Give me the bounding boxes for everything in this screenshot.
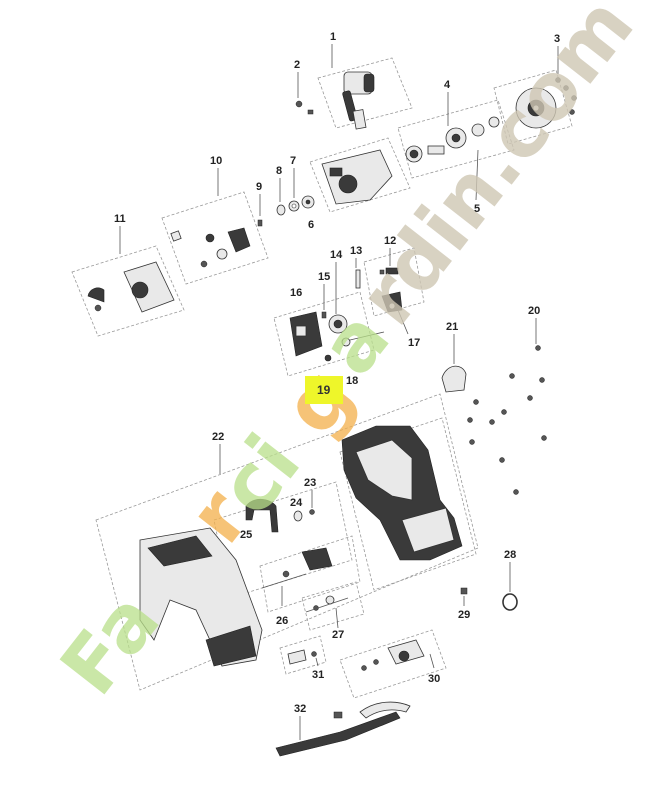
shaft-13 — [355, 269, 361, 289]
parts — [87, 71, 577, 757]
battery-contacts-30 — [361, 639, 425, 671]
label-9: 9 — [256, 181, 262, 193]
frame-part-10 — [161, 191, 269, 285]
label-10: 10 — [210, 155, 222, 167]
motor — [342, 71, 375, 130]
leader-lines — [119, 44, 559, 740]
spindle-18 — [341, 331, 385, 347]
label-4: 4 — [444, 79, 451, 91]
label-26: 26 — [276, 615, 288, 627]
label-22: 22 — [212, 431, 224, 443]
label-21: 21 — [446, 321, 458, 333]
bracket-25 — [245, 498, 279, 533]
label-32: 32 — [294, 703, 306, 715]
pin-19 — [324, 354, 332, 362]
screw-29 — [460, 587, 468, 595]
label-29: 29 — [458, 609, 470, 621]
label-23: 23 — [304, 477, 316, 489]
label-6: 6 — [308, 219, 314, 231]
label-30: 30 — [428, 673, 440, 685]
label-1: 1 — [330, 31, 336, 43]
label-25: 25 — [240, 529, 252, 541]
o-ring-28 — [502, 593, 518, 611]
gear-housing-5 — [515, 87, 557, 129]
label-31: 31 — [312, 669, 324, 681]
frame-part-27 — [301, 581, 365, 631]
spring-15 — [321, 311, 327, 319]
screw-23 — [309, 509, 315, 515]
label-17: 17 — [408, 337, 420, 349]
switch-27 — [305, 595, 349, 613]
switch-26 — [261, 547, 333, 589]
highlight-box — [305, 376, 343, 404]
label-18: 18 — [346, 375, 358, 387]
frame-part-11 — [71, 245, 185, 337]
belt-clip-21 — [441, 365, 467, 393]
screws-20 — [467, 345, 547, 495]
frame-part-22 — [95, 393, 479, 691]
bushing-8 — [276, 204, 286, 216]
label-5: 5 — [474, 203, 480, 215]
label-11: 11 — [114, 213, 126, 225]
frame-part-4 — [397, 99, 515, 179]
label-14: 14 — [330, 249, 343, 261]
pcb-cable-32 — [275, 701, 411, 757]
label-16: 16 — [290, 287, 302, 299]
label-3: 3 — [554, 33, 560, 45]
frame-part-5 — [493, 69, 573, 145]
part-labels: 1 2 3 4 5 6 7 8 9 10 11 12 13 14 15 16 1… — [114, 31, 560, 715]
label-28: 28 — [504, 549, 516, 561]
label-20: 20 — [528, 305, 540, 317]
frame-part-1 — [317, 57, 413, 129]
screw-2 — [295, 100, 314, 115]
label-12: 12 — [384, 235, 396, 247]
terminal-31 — [287, 649, 317, 665]
label-15: 15 — [318, 271, 330, 283]
frame-part-31 — [279, 635, 327, 675]
pin-9 — [257, 219, 263, 227]
frame-part-26 — [259, 535, 361, 613]
frame-part-30 — [339, 629, 447, 699]
label-19: 19 — [317, 383, 331, 397]
screws-3 — [555, 77, 577, 115]
bushing-24 — [293, 510, 303, 522]
housing-right-half — [341, 425, 463, 561]
label-7: 7 — [290, 155, 296, 167]
frame-part-6 — [309, 137, 411, 213]
contacts-17 — [381, 291, 403, 313]
housing-6 — [321, 149, 393, 205]
frame-part-12 — [363, 247, 425, 317]
gear-6 — [301, 195, 315, 209]
switch-assembly-10 — [170, 227, 251, 268]
rotor-14 — [328, 314, 348, 334]
label-27: 27 — [332, 629, 344, 641]
label-24: 24 — [290, 497, 303, 509]
brush-holder-12 — [379, 267, 399, 275]
washer-7 — [288, 200, 300, 212]
cover-16 — [289, 311, 323, 357]
label-8: 8 — [276, 165, 282, 177]
label-13: 13 — [350, 245, 362, 257]
clutch-11 — [87, 261, 175, 313]
label-2: 2 — [294, 59, 300, 71]
gear-train-4 — [405, 116, 500, 163]
housing-left-half-22 — [139, 527, 263, 667]
